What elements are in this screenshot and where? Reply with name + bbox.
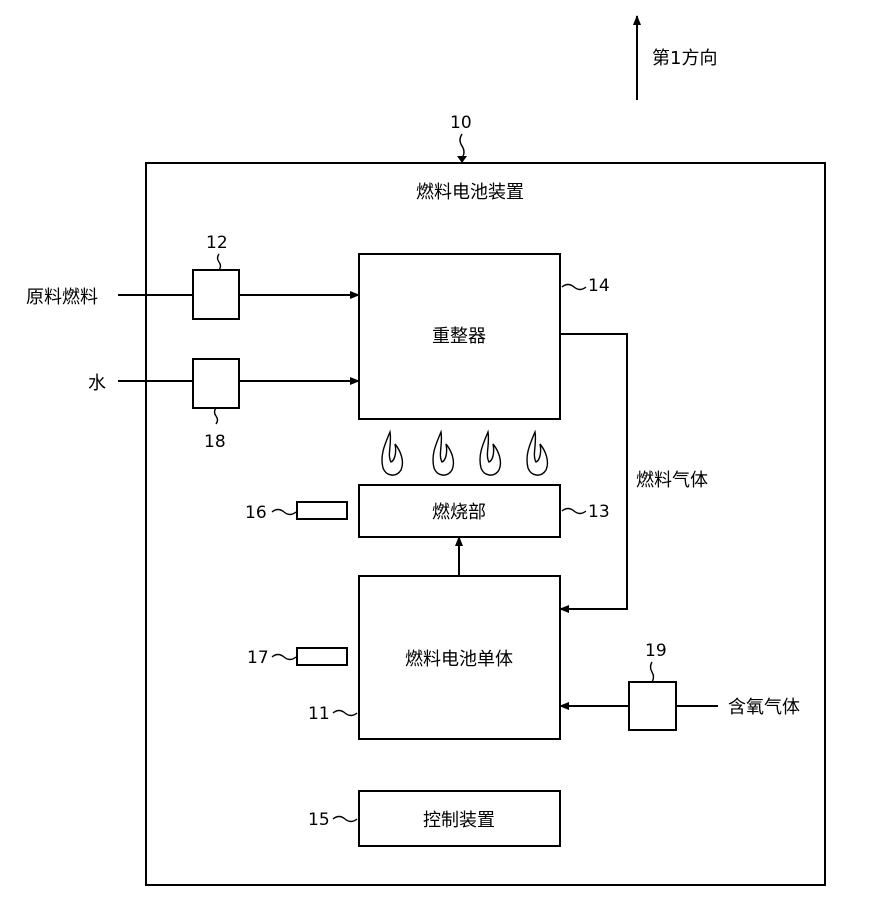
device-ref-leader (460, 134, 464, 158)
cell-stack-label: 燃料电池单体 (405, 649, 513, 670)
fuel-gas-label: 燃料气体 (636, 470, 708, 491)
reformer-label: 重整器 (432, 326, 486, 347)
device-ref-arrowhead (457, 156, 467, 163)
blower-box (629, 682, 676, 730)
water-label: 水 (88, 373, 106, 394)
combustor-ref: 13 (588, 502, 610, 522)
first-direction-label: 第1方向 (652, 48, 717, 69)
raw-fuel-label: 原料燃料 (26, 287, 98, 308)
water-pump-box (193, 359, 239, 408)
device-title: 燃料电池装置 (416, 182, 524, 203)
oxygen-gas-label: 含氧气体 (728, 697, 800, 718)
sensor-17-ref: 17 (247, 648, 269, 668)
cell-stack-ref: 11 (308, 704, 330, 724)
fuel-pump-box (193, 270, 239, 319)
device-ref: 10 (450, 113, 472, 133)
fuel-pump-ref: 12 (206, 233, 228, 253)
blower-ref: 19 (645, 641, 667, 661)
controller-label: 控制装置 (423, 810, 495, 831)
reformer-ref: 14 (588, 276, 610, 296)
water-pump-ref: 18 (204, 432, 226, 452)
sensor-17-box (297, 648, 347, 665)
controller-ref: 15 (308, 810, 330, 830)
sensor-16-ref: 16 (245, 503, 267, 523)
combustor-label: 燃烧部 (432, 502, 486, 523)
sensor-16-box (297, 502, 347, 519)
